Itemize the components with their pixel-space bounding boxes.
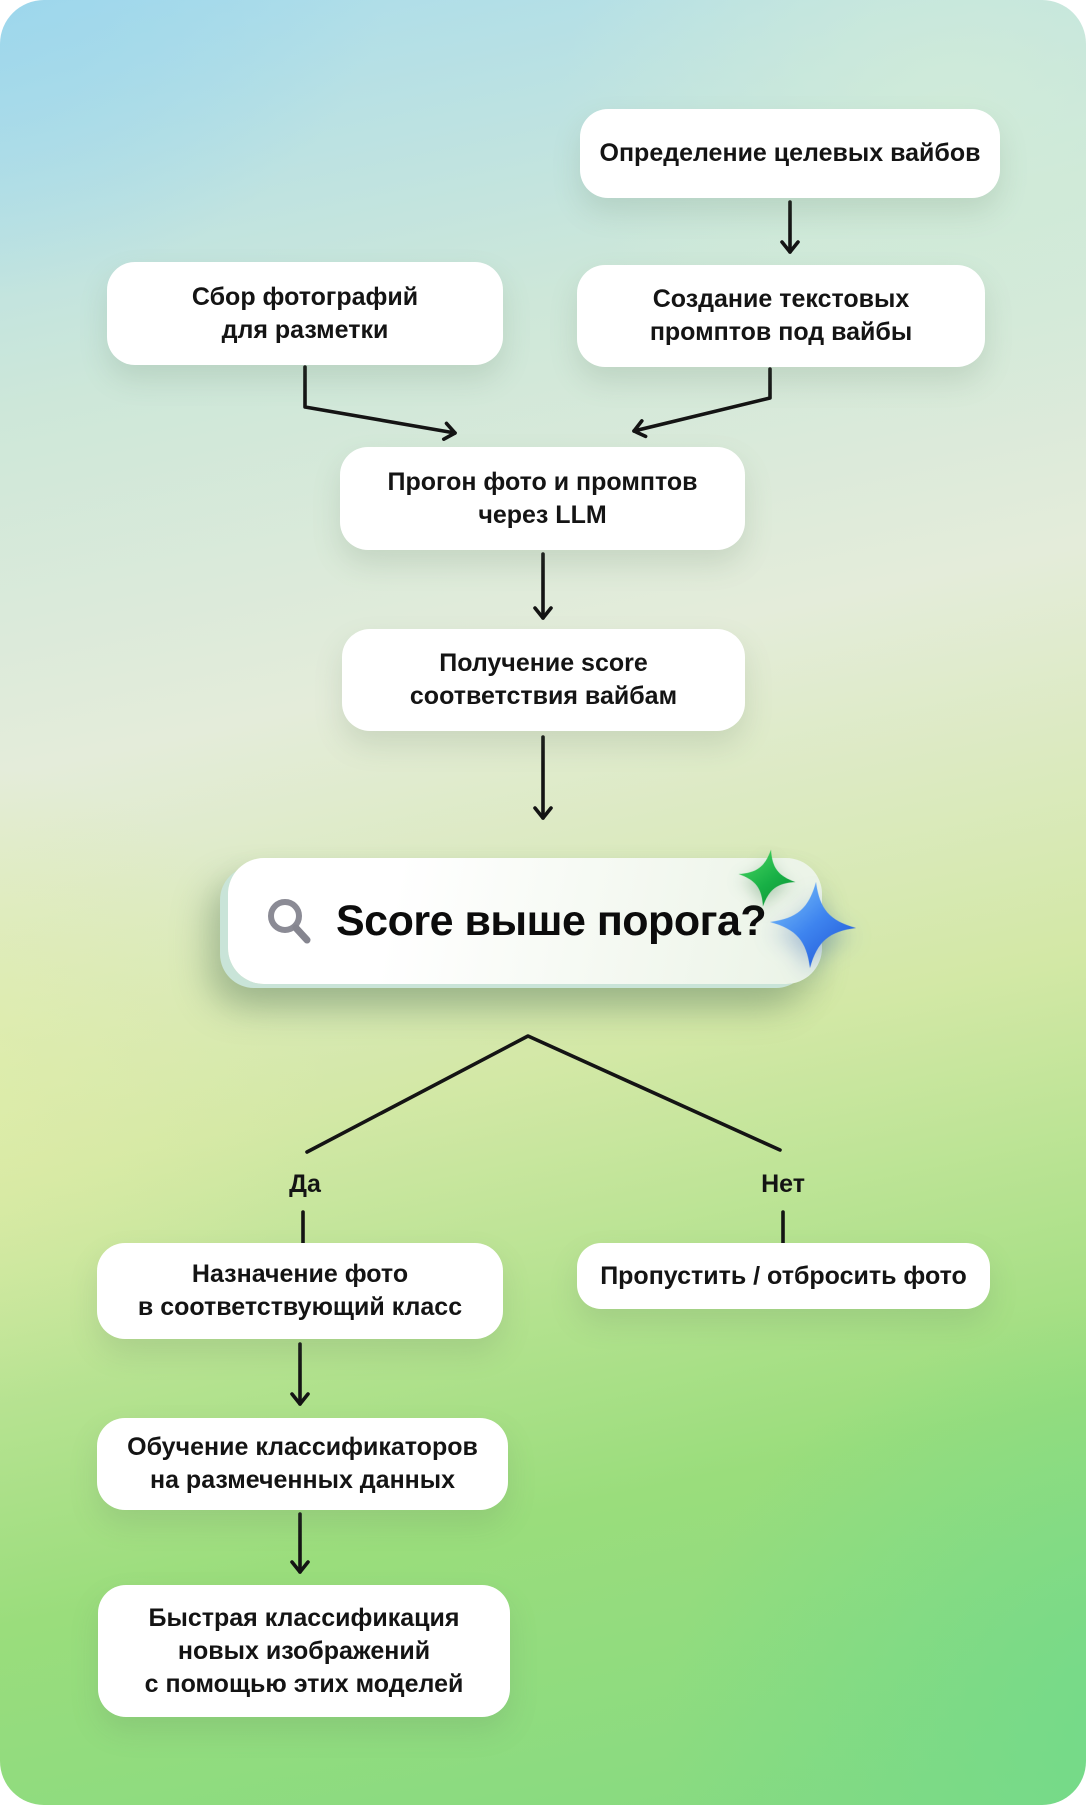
node-line: для разметки	[221, 315, 389, 344]
node-line: с помощью этих моделей	[144, 1669, 464, 1698]
node-line: на размеченных данных	[149, 1466, 456, 1494]
node-line: Обучение классификаторов	[127, 1433, 478, 1461]
node-collect-photos: Сбор фотографий для разметки	[107, 262, 503, 365]
node-run-llm: Прогон фото и промптов через LLM	[340, 447, 745, 550]
node-line: новых изображений	[177, 1636, 431, 1665]
node-skip-photo: Пропустить / отбросить фото	[577, 1243, 990, 1309]
node-fast-classification: Быстрая классификация новых изображений …	[98, 1585, 510, 1717]
node-train-classifiers: Обучение классификаторов на размеченных …	[97, 1418, 508, 1510]
node-line: промптов под вайбы	[649, 318, 913, 346]
node-line: Назначение фото	[191, 1260, 409, 1288]
branch-label-yes: Да	[289, 1170, 321, 1198]
node-line: Получение score	[439, 649, 648, 677]
arrow-collect-to-llm	[303, 365, 457, 441]
decision-question-text: Score выше порога?	[336, 896, 767, 945]
node-line: Прогон фото и промптов	[387, 467, 698, 496]
node-line: через LLM	[478, 500, 607, 529]
node-define-vibes: Определение целевых вайбов	[580, 109, 1000, 198]
node-line: Пропустить / отбросить фото	[600, 1261, 967, 1290]
node-line: Создание текстовых	[652, 285, 910, 313]
decision-search-bar: Score выше порога?	[228, 858, 822, 984]
sparkle-blue-icon	[769, 881, 857, 969]
arrow-prompts-to-llm	[632, 367, 772, 439]
sparkle-green-icon	[738, 849, 796, 907]
node-assign-class: Назначение фото в соответствующий класс	[97, 1243, 503, 1339]
magnifier-icon	[268, 899, 311, 944]
node-line: Определение целевых вайбов	[599, 139, 981, 167]
node-line: в соответствующий класс	[137, 1293, 463, 1321]
node-create-prompts: Создание текстовых промптов под вайбы	[577, 265, 985, 367]
branch-label-no: Нет	[761, 1170, 805, 1198]
node-line: Сбор фотографий	[191, 282, 419, 311]
node-line: соответствия вайбам	[409, 682, 678, 710]
node-line: Быстрая классификация	[148, 1603, 460, 1632]
node-get-score: Получение score соответствия вайбам	[342, 629, 745, 731]
branch-split-lines	[305, 1034, 782, 1154]
